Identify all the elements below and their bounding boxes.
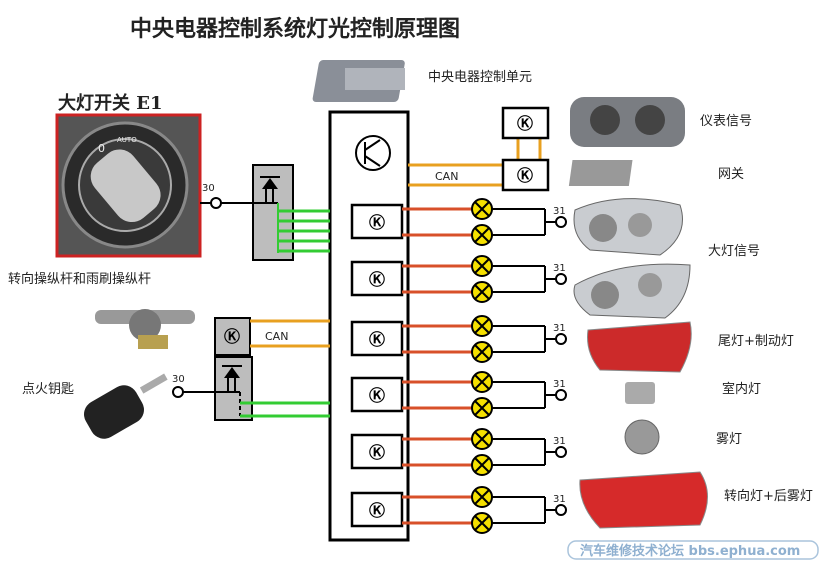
ground-label: 31 xyxy=(553,379,566,390)
transistor-icon: Ⓚ xyxy=(369,270,385,289)
lamp-icon xyxy=(471,281,493,303)
can-label-left: CAN xyxy=(265,330,288,343)
central-unit-photo xyxy=(312,60,405,102)
instrument-cluster-photo xyxy=(570,97,685,147)
headlight-label: 大灯信号 xyxy=(708,244,760,259)
rear-light-photo xyxy=(579,471,708,529)
output-channel-6: Ⓚ 31 xyxy=(350,486,567,534)
ignition-input-module xyxy=(183,356,253,421)
gateway-module-box: Ⓚ xyxy=(501,158,550,192)
gateway-photo xyxy=(568,160,633,186)
stalks-label: 转向操纵杆和雨刷操纵杆 xyxy=(8,271,151,287)
ground-label: 31 xyxy=(553,494,566,505)
driver-box xyxy=(350,433,404,470)
tail-brake-label: 尾灯+制动灯 xyxy=(718,334,794,349)
instrument-module-box: Ⓚ xyxy=(501,106,550,140)
switch-label: 大灯开关 E1 xyxy=(58,92,163,114)
ground-label: 31 xyxy=(553,323,566,334)
main-transistor-icon xyxy=(355,135,391,171)
transistor-icon: Ⓚ xyxy=(369,213,385,232)
output-channel-1: Ⓚ 31 xyxy=(350,198,567,246)
lamp-icon xyxy=(471,198,493,220)
headlight-photo-2 xyxy=(573,263,691,319)
headlight-switch-photo: 0 AUTO xyxy=(55,113,202,258)
switch-input-lines xyxy=(277,203,330,253)
watermark-frame xyxy=(567,540,819,560)
svg-text:Ⓚ: Ⓚ xyxy=(224,327,240,346)
ground-label: 31 xyxy=(553,263,566,274)
terminal-30-switch xyxy=(210,197,222,209)
ignition-key-photo xyxy=(84,373,168,439)
svg-text:30: 30 xyxy=(202,183,215,194)
ground-terminal xyxy=(555,504,567,516)
steering-stalks-photo xyxy=(95,309,195,349)
ground-terminal xyxy=(555,333,567,345)
lamp-icon xyxy=(471,428,493,450)
lamp-icon xyxy=(471,255,493,277)
diagram-title: 中央电器控制系统灯光控制原理图 xyxy=(130,16,460,42)
terminal-30-ignition xyxy=(172,386,184,398)
svg-text:Ⓚ: Ⓚ xyxy=(517,166,533,185)
output-channel-3: Ⓚ 31 xyxy=(350,315,567,363)
fog-label: 雾灯 xyxy=(716,432,742,447)
svg-text:AUTO: AUTO xyxy=(117,136,137,144)
output-channel-4: Ⓚ 31 xyxy=(350,371,567,419)
lamp-icon xyxy=(471,315,493,337)
transistor-icon: Ⓚ xyxy=(369,386,385,405)
ground-label: 31 xyxy=(553,206,566,217)
driver-box xyxy=(350,491,404,528)
driver-box xyxy=(350,203,404,240)
watermark: 汽车维修技术论坛 bbs.ephua.com xyxy=(580,543,800,559)
instrument-label: 仪表信号 xyxy=(700,114,752,129)
lamp-icon xyxy=(471,341,493,363)
ground-terminal xyxy=(555,216,567,228)
svg-text:30: 30 xyxy=(172,374,185,385)
transistor-icon: Ⓚ xyxy=(369,443,385,462)
lamp-icon xyxy=(471,512,493,534)
lamp-icon xyxy=(471,224,493,246)
output-channel-2: Ⓚ 31 xyxy=(350,255,567,303)
transistor-icon: Ⓚ xyxy=(369,501,385,520)
driver-box xyxy=(350,260,404,297)
driver-box xyxy=(350,320,404,357)
lamp-icon xyxy=(471,371,493,393)
headlight-photo-1 xyxy=(573,198,683,256)
ground-terminal xyxy=(555,273,567,285)
ground-terminal xyxy=(555,389,567,401)
turn-rear-fog-label: 转向灯+后雾灯 xyxy=(724,488,813,504)
ground-terminal xyxy=(555,446,567,458)
can-label-right: CAN xyxy=(435,170,458,183)
transistor-icon: Ⓚ xyxy=(369,330,385,349)
lamp-icon xyxy=(471,454,493,476)
ground-label: 31 xyxy=(553,436,566,447)
interior-light-photo xyxy=(625,382,655,404)
lamp-icon xyxy=(471,397,493,419)
can-module-left: Ⓚ xyxy=(214,317,251,356)
svg-text:0: 0 xyxy=(98,142,105,155)
driver-box xyxy=(350,376,404,413)
svg-text:Ⓚ: Ⓚ xyxy=(517,114,533,133)
central-unit-label: 中央电器控制单元 xyxy=(428,70,532,85)
fog-light-photo xyxy=(624,419,660,455)
ignition-label: 点火钥匙 xyxy=(22,382,74,397)
tail-light-photo xyxy=(587,321,692,373)
lamp-icon xyxy=(471,486,493,508)
output-channel-5: Ⓚ 31 xyxy=(350,428,567,476)
interior-label: 室内灯 xyxy=(722,381,761,397)
gateway-label: 网关 xyxy=(718,167,744,182)
